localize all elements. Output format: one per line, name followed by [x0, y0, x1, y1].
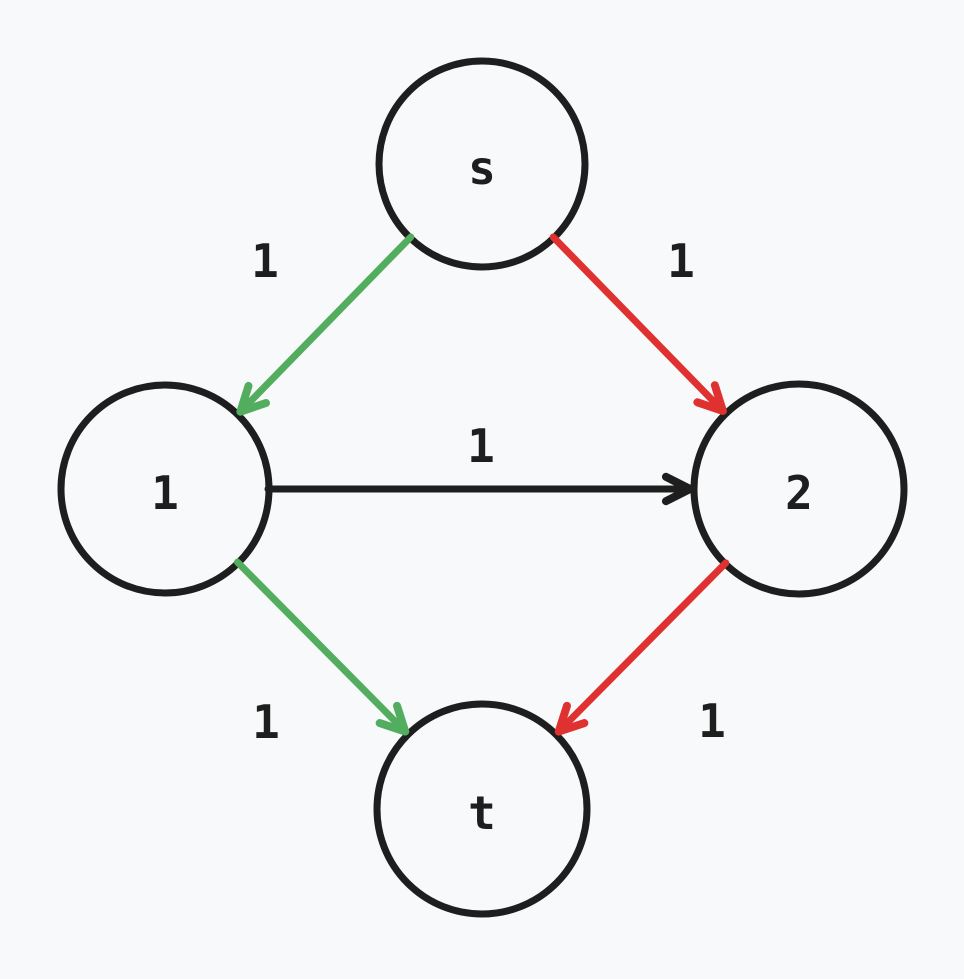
edge-1-t: 1	[233, 558, 410, 749]
edge-s-2: 1	[549, 233, 727, 415]
edge-s-1: 1	[236, 233, 415, 416]
edge-s-1-line	[239, 233, 415, 414]
node-s-label: s	[468, 141, 496, 195]
edge-s-1-arrowhead-icon	[236, 381, 270, 416]
edge-1-2-weight-label: 1	[467, 419, 495, 473]
node-t-label: t	[468, 786, 496, 840]
edge-1-t-line	[233, 558, 407, 733]
edge-s-2-weight-label: 1	[667, 234, 695, 288]
edge-1-t-weight-label: 1	[252, 695, 280, 749]
edge-2-t-line	[557, 559, 730, 733]
node-t: t	[373, 700, 591, 918]
edge-1-2: 1	[264, 419, 694, 506]
edge-s-2-arrowhead-icon	[693, 381, 727, 415]
edge-s-1-weight-label: 1	[251, 234, 279, 288]
node-t-circle	[373, 700, 591, 918]
node-1-label: 1	[151, 466, 179, 520]
edge-1-2-arrowhead-icon	[661, 472, 694, 506]
edge-2-t: 1	[554, 559, 730, 748]
edge-2-t-weight-label: 1	[698, 694, 726, 748]
edge-1-t-arrowhead-icon	[375, 701, 410, 736]
node-s-circle	[375, 57, 589, 271]
edge-s-2-line	[549, 233, 725, 413]
node-2-label: 2	[785, 466, 813, 520]
node-1: 1	[57, 381, 273, 597]
edge-2-t-arrowhead-icon	[554, 701, 589, 736]
node-s: s	[375, 57, 589, 271]
